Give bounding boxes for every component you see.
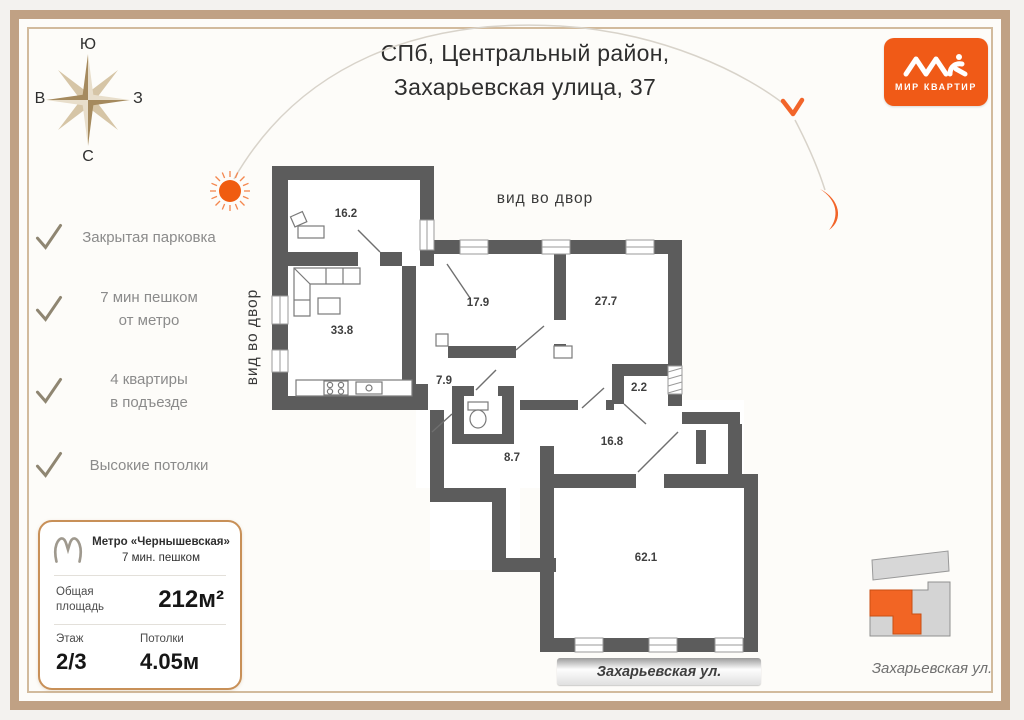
total-area-value: 212м²	[158, 586, 224, 613]
sun-icon	[210, 171, 250, 211]
brand-name: МИР КВАРТИР	[895, 82, 977, 92]
info-card: Метро «Чернышевская» 7 мин. пешком Общая…	[38, 520, 242, 690]
metro-station-name: Метро «Чернышевская»	[92, 536, 230, 548]
sun-path-arc	[233, 24, 790, 180]
street-badge: Захарьевская ул.	[557, 658, 761, 685]
ceiling-value: 4.05м	[140, 649, 200, 674]
mk-logo-icon	[903, 54, 968, 77]
feature-apartments: 4 квартиры в подъезде	[34, 368, 224, 414]
check-icon	[35, 377, 63, 404]
table-icon	[317, 297, 341, 315]
page-title-line2: Захарьевская улица, 37	[393, 74, 657, 100]
compass-label-left: В	[34, 90, 46, 107]
chair-icon	[289, 210, 308, 228]
room-label-16-2: 16.2	[335, 208, 357, 220]
room-labels: 16.2 33.8 17.9 27.7 7.9 2.2 16.8 8.7 62.…	[331, 208, 658, 564]
sun-path-arc2	[794, 119, 826, 191]
feature-label: 4 квартиры	[110, 371, 188, 388]
compass-label-right: З	[133, 90, 143, 107]
feature-metro-walk: 7 мин пешком от метро	[34, 286, 224, 332]
minimap-apartment-highlight	[869, 589, 922, 635]
feature-label: Закрытая парковка	[82, 228, 216, 246]
feature-label: 7 мин пешком	[100, 289, 198, 306]
page-title: СПб, Центральный район, Захарьевская ули…	[300, 36, 750, 104]
minimap-neighbor-building	[871, 550, 950, 581]
compass-label-top: Ю	[79, 36, 97, 53]
card-divider	[54, 624, 226, 625]
room-label-7-9: 7.9	[436, 375, 452, 387]
room-label-33-8: 33.8	[331, 325, 354, 337]
door-swings	[357, 229, 679, 473]
room-label-8-7: 8.7	[504, 452, 520, 464]
room-fills	[272, 166, 758, 652]
compass-label-bottom: С	[82, 148, 94, 165]
floor-value: 2/3	[56, 649, 87, 674]
ceiling-label: Потолки	[140, 633, 184, 645]
walls	[272, 166, 758, 652]
card-divider	[54, 575, 226, 576]
arrow-down-icon	[780, 97, 805, 117]
page-title-line1: СПб, Центральный район,	[380, 40, 670, 66]
room-label-16-8: 16.8	[601, 436, 624, 448]
feature-parking: Закрытая парковка	[34, 222, 224, 252]
radiator-icon	[553, 345, 573, 359]
room-label-2-2: 2.2	[631, 382, 647, 394]
metro-walk-time: 7 мин. пешком	[122, 552, 200, 564]
check-icon	[35, 295, 63, 322]
cabinet-icon	[435, 333, 449, 347]
feature-label: Высокие потолки	[89, 456, 209, 474]
feature-ceilings: Высокие потолки	[34, 450, 224, 480]
toilet-icon	[469, 409, 487, 429]
total-area-label-line1: Общая	[56, 586, 94, 598]
courtyard-label-top: вид во двор	[496, 190, 594, 207]
floor-label: Этаж	[56, 633, 84, 645]
room-label-17-9: 17.9	[467, 297, 489, 309]
compass-rose-icon	[46, 54, 130, 146]
check-icon	[35, 223, 63, 250]
desk-icon	[297, 225, 325, 239]
room-label-27-7: 27.7	[595, 296, 617, 308]
total-area-label-line2: площадь	[56, 601, 105, 613]
furniture	[289, 210, 573, 429]
feature-label2: от метро	[118, 312, 180, 329]
minimap-street-label: Захарьевская ул.	[871, 660, 993, 677]
metro-icon	[53, 537, 83, 563]
windows	[271, 219, 744, 653]
brand-logo: МИР КВАРТИР	[884, 38, 988, 106]
check-icon	[35, 451, 63, 478]
feature-label2: в подъезде	[110, 394, 188, 411]
room-label-62-1: 62.1	[635, 552, 658, 564]
